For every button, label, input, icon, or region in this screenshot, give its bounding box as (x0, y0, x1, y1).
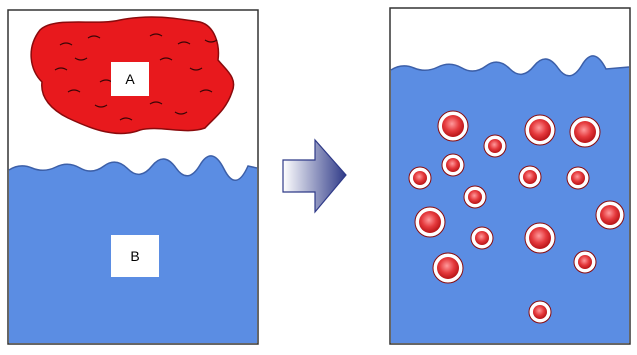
liquid-label: B (111, 235, 159, 277)
right-liquid-surface (390, 55, 630, 77)
dissolved-particle (571, 171, 585, 185)
dissolved-particle (446, 158, 460, 172)
dissolved-particle (419, 211, 441, 233)
dissolved-particle (600, 205, 620, 225)
solid-texture-marks (54, 33, 218, 121)
dissolved-particle (413, 171, 427, 185)
left-container (7, 9, 259, 345)
right-liquid (391, 55, 629, 344)
dissolved-particle (488, 139, 502, 153)
dissolved-particle (533, 305, 547, 319)
dissolved-particle (578, 255, 592, 269)
left-liquid-surface (8, 155, 258, 181)
dissolved-particle (437, 257, 459, 279)
dissolved-particle (468, 190, 482, 204)
dissolved-particle (523, 170, 537, 184)
dissolved-particle (529, 119, 551, 141)
dissolved-particle (475, 231, 489, 245)
arrow-right-icon (282, 138, 347, 214)
dissolved-particle (529, 227, 551, 249)
dissolved-particle (442, 115, 464, 137)
dissolved-particle (574, 121, 596, 143)
dissolved-particles (408, 110, 625, 324)
solid-label: A (111, 62, 149, 96)
right-container (389, 7, 631, 345)
